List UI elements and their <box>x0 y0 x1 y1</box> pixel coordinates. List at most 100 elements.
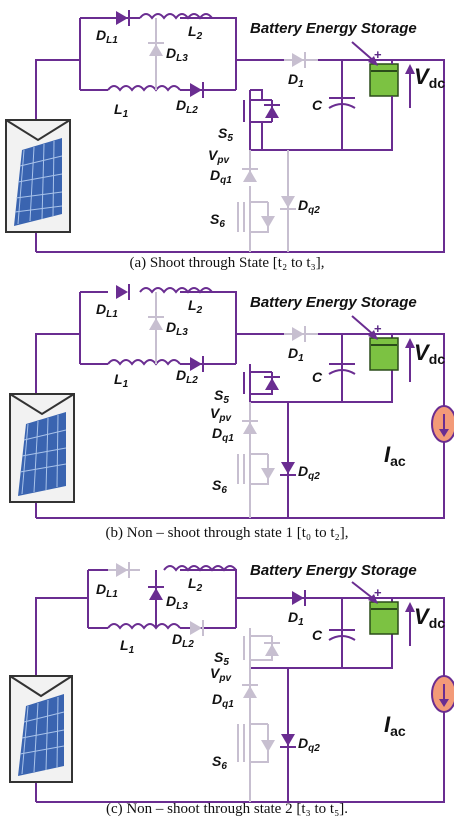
label-vpv: Vpv <box>208 147 230 166</box>
battery-pointer-arrow <box>351 581 378 604</box>
vdc-arrow <box>405 602 415 646</box>
inductor-l2 <box>163 565 237 572</box>
circuit-diagram-a <box>5 10 445 253</box>
battery <box>369 60 399 150</box>
label-l2: L2 <box>188 575 203 594</box>
capacitor-c <box>328 629 356 641</box>
diode-d1 <box>284 326 318 342</box>
battery-pointer-arrow <box>351 315 378 340</box>
label-l1: L1 <box>114 101 129 120</box>
current-source-iac <box>431 675 454 713</box>
label-s5: S5 <box>214 649 229 668</box>
diode-dq1 <box>242 420 258 434</box>
current-source-iac <box>431 405 454 443</box>
label-dq2: Dq2 <box>298 197 320 216</box>
battery-pointer-arrow <box>351 41 378 66</box>
label-vdc: Vdc <box>414 604 446 631</box>
label-dl2: DL2 <box>176 367 198 386</box>
label-c: C <box>312 369 323 385</box>
label-vdc: Vdc <box>414 340 446 367</box>
label-l2: L2 <box>188 23 203 42</box>
diode-dq1 <box>242 684 258 698</box>
diode-d1 <box>284 52 318 68</box>
battery <box>369 337 399 371</box>
vdc-arrow <box>405 338 415 382</box>
label-d1: D1 <box>288 71 304 90</box>
label-d1: D1 <box>288 345 304 364</box>
label-s6: S6 <box>212 477 227 496</box>
vdc-arrow <box>405 64 415 108</box>
diode-dl2 <box>190 356 204 372</box>
label-l2: L2 <box>188 297 203 316</box>
battery-energy-storage-title: Battery Energy Storage <box>250 294 417 311</box>
diode-dl3 <box>148 292 164 364</box>
circuit-panel-a: Battery Energy Storage + DL1 L2 DL3 L1 D… <box>0 0 454 272</box>
mosfet-s5 <box>243 635 280 661</box>
circuit-diagram-c <box>9 562 454 803</box>
label-dl3: DL3 <box>166 319 188 338</box>
label-dq1: Dq1 <box>210 167 232 186</box>
diode-dq2 <box>280 196 296 210</box>
inductor-l1 <box>107 623 181 630</box>
battery-energy-storage-title: Battery Energy Storage <box>250 20 417 37</box>
label-vpv: Vpv <box>210 665 232 684</box>
mosfet-s6 <box>237 453 275 485</box>
circuit-diagram-b <box>9 284 454 519</box>
pv-panel-icon <box>9 675 73 783</box>
mosfet-s6 <box>237 186 275 252</box>
diode-dl1 <box>108 562 140 578</box>
battery-energy-storage-title: Battery Energy Storage <box>250 562 417 579</box>
label-vdc: Vdc <box>414 64 446 91</box>
caption-c: (c) Non – shoot through state 2 [t₃ to t… <box>105 801 349 817</box>
diode-dl1 <box>116 284 130 300</box>
diode-dq1 <box>242 168 258 182</box>
label-s6: S6 <box>212 753 227 772</box>
label-dl1: DL1 <box>96 27 118 46</box>
label-iac: Iac <box>384 712 406 739</box>
caption-a: (a) Shoot through State [t₂ to t₃], <box>129 255 325 271</box>
caption-b: (b) Non – shoot through state 1 [t₀ to t… <box>105 525 349 541</box>
diode-d1 <box>284 590 318 606</box>
label-l1: L1 <box>114 371 129 390</box>
battery-plus-sign: + <box>374 321 382 336</box>
label-l1: L1 <box>120 637 135 656</box>
capacitor-c <box>328 97 356 109</box>
label-dq2: Dq2 <box>298 463 320 482</box>
label-s5: S5 <box>218 125 233 144</box>
label-dq1: Dq1 <box>212 425 234 444</box>
diode-dl3 <box>148 18 164 90</box>
label-dl2: DL2 <box>176 97 198 116</box>
mosfet-s5 <box>243 371 280 395</box>
circuit-panel-b: Battery Energy Storage + DL1 L2 DL3 L1 D… <box>0 274 454 546</box>
diode-dl2 <box>190 620 204 636</box>
label-dl1: DL1 <box>96 301 118 320</box>
diode-dl1 <box>108 10 140 26</box>
pv-panel-icon <box>9 393 75 503</box>
battery-plus-sign: + <box>374 47 382 62</box>
label-dl3: DL3 <box>166 45 188 64</box>
circuit-panel-c: Battery Energy Storage + DL1 L2 DL3 L1 D… <box>0 548 454 820</box>
label-s5: S5 <box>214 387 229 406</box>
label-dl1: DL1 <box>96 581 118 600</box>
mosfet-s5 <box>243 89 280 150</box>
label-dl2: DL2 <box>172 631 194 650</box>
label-d1: D1 <box>288 609 304 628</box>
label-vpv: Vpv <box>210 405 232 424</box>
mosfet-s6 <box>237 723 275 763</box>
pv-panel-icon <box>5 119 71 233</box>
battery <box>369 601 399 635</box>
label-c: C <box>312 627 323 643</box>
label-dl3: DL3 <box>166 593 188 612</box>
inductor-l1 <box>107 359 181 366</box>
label-iac: Iac <box>384 442 406 469</box>
inductor-l2 <box>139 287 213 294</box>
label-s6: S6 <box>210 211 225 230</box>
label-dq1: Dq1 <box>212 691 234 710</box>
diode-dl3 <box>148 570 164 628</box>
label-dq2: Dq2 <box>298 735 320 754</box>
inductor-l1 <box>107 85 181 92</box>
diode-dq2 <box>280 462 296 476</box>
diode-dl2 <box>190 82 204 98</box>
capacitor-c <box>328 363 356 375</box>
battery-plus-sign: + <box>374 585 382 600</box>
